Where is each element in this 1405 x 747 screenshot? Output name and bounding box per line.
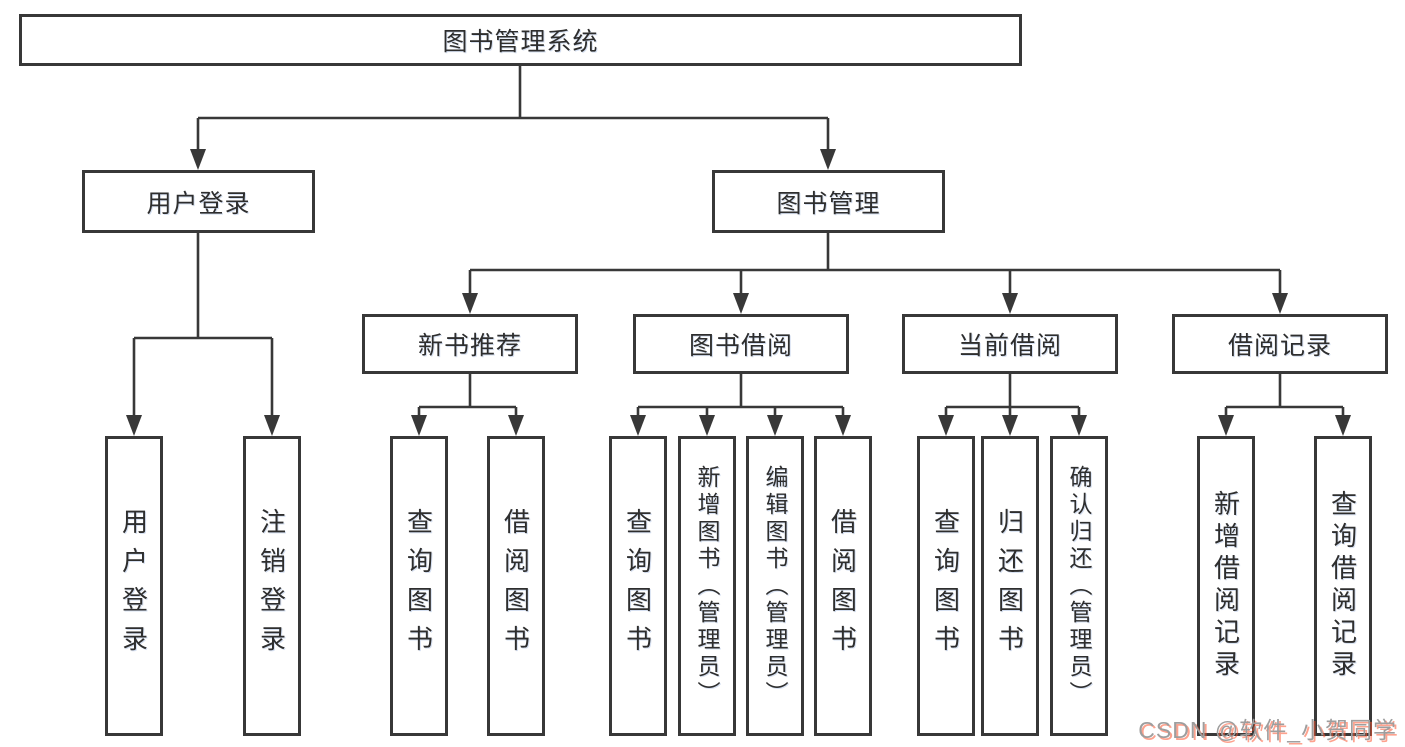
leaf-borrow-books-recommend-label: 借阅图书: [500, 508, 531, 664]
node-current-borrow-label: 当前借阅: [957, 332, 1062, 360]
csdn-watermark: CSDN @软件_小贺同学: [1138, 717, 1397, 743]
leaf-borrow-books-label: 借阅图书: [827, 508, 858, 664]
leaf-query-borrow-record-label: 查询借阅记录: [1327, 490, 1358, 682]
node-library-system-label: 图书管理系统: [442, 28, 599, 56]
leaf-add-books-admin-label: 新增图书（管理员）: [694, 464, 720, 708]
leaf-add-books-admin: 新增图书（管理员）: [678, 436, 736, 736]
leaf-query-books-borrow-label: 查询图书: [622, 508, 653, 664]
leaf-edit-books-admin: 编辑图书（管理员）: [746, 436, 804, 736]
leaf-user-login: 用户登录: [105, 436, 163, 736]
node-new-book-recommend: 新书推荐: [362, 314, 578, 374]
leaf-edit-books-admin-label: 编辑图书（管理员）: [762, 464, 788, 708]
leaf-confirm-return-admin-label: 确认归还（管理员）: [1066, 464, 1092, 708]
node-borrow-records: 借阅记录: [1172, 314, 1388, 374]
leaf-query-books-borrow: 查询图书: [609, 436, 667, 736]
leaf-query-books-recommend: 查询图书: [390, 436, 448, 736]
leaf-query-books-current-label: 查询图书: [930, 508, 961, 664]
leaf-logout: 注销登录: [243, 436, 301, 736]
leaf-return-books-label: 归还图书: [994, 508, 1025, 664]
leaf-logout-label: 注销登录: [256, 508, 287, 664]
node-user-login: 用户登录: [82, 170, 315, 233]
leaf-add-borrow-record: 新增借阅记录: [1197, 436, 1255, 736]
leaf-borrow-books: 借阅图书: [814, 436, 872, 736]
node-library-system: 图书管理系统: [19, 14, 1022, 66]
leaf-query-books-recommend-label: 查询图书: [403, 508, 434, 664]
leaf-add-borrow-record-label: 新增借阅记录: [1210, 490, 1241, 682]
leaf-query-borrow-record: 查询借阅记录: [1314, 436, 1372, 736]
leaf-confirm-return-admin: 确认归还（管理员）: [1050, 436, 1108, 736]
node-user-login-label: 用户登录: [146, 189, 251, 218]
leaf-borrow-books-recommend: 借阅图书: [487, 436, 545, 736]
leaf-query-books-current: 查询图书: [917, 436, 975, 736]
leaf-return-books: 归还图书: [981, 436, 1039, 736]
node-borrow-records-label: 借阅记录: [1227, 332, 1332, 360]
node-new-book-recommend-label: 新书推荐: [417, 332, 522, 360]
node-book-borrow: 图书借阅: [633, 314, 849, 374]
node-book-borrow-label: 图书借阅: [688, 332, 793, 360]
node-book-management-label: 图书管理: [776, 189, 881, 218]
node-book-management: 图书管理: [712, 170, 945, 233]
node-current-borrow: 当前借阅: [902, 314, 1118, 374]
leaf-user-login-label: 用户登录: [118, 508, 149, 664]
